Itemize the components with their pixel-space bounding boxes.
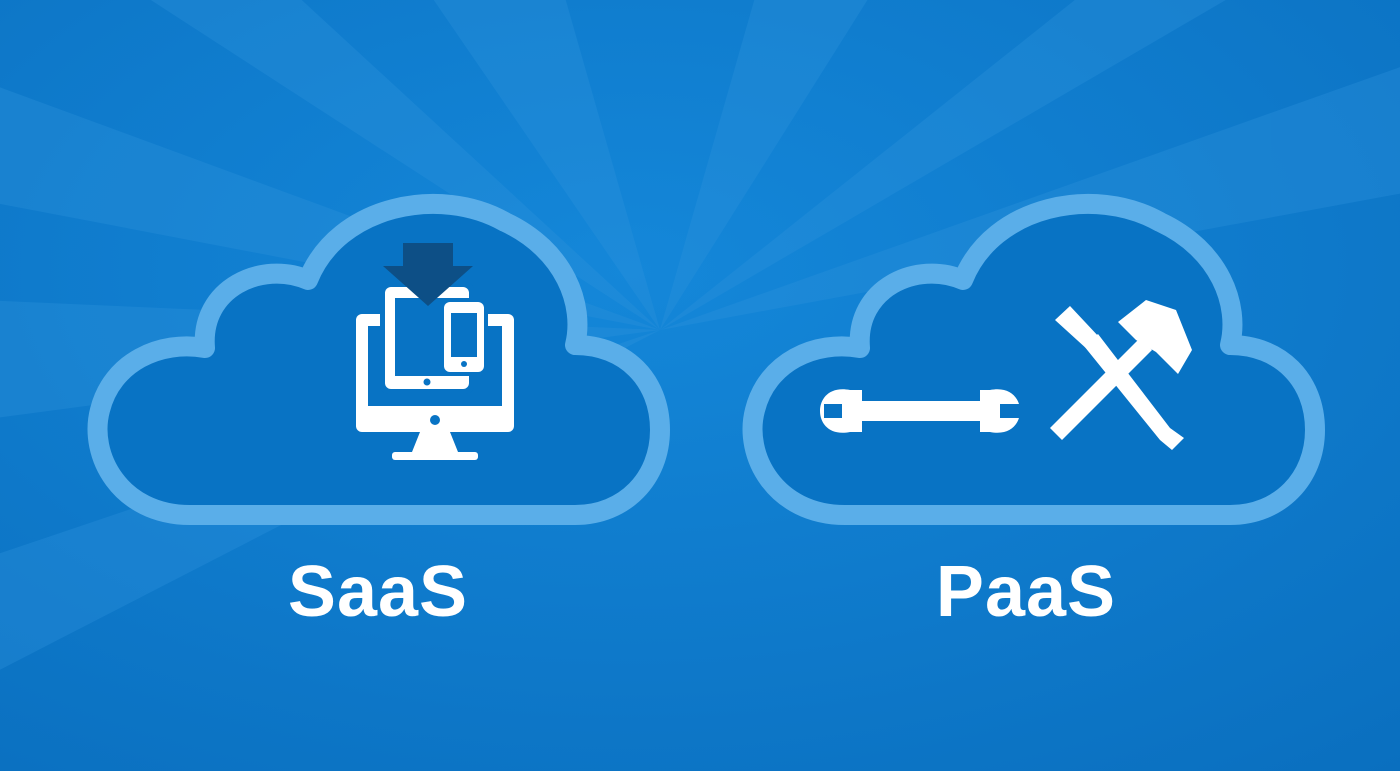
download-arrow-icon [383, 243, 473, 306]
wrench-icon [820, 389, 1022, 433]
hammer-icon [1050, 300, 1192, 440]
saas-label: SaaS [287, 552, 469, 632]
paas-label: PaaS [935, 552, 1117, 632]
screwdriver-icon [1055, 306, 1184, 450]
saas-cloud [87, 194, 670, 525]
paas-cloud [742, 194, 1325, 525]
smartphone-icon [440, 298, 488, 376]
